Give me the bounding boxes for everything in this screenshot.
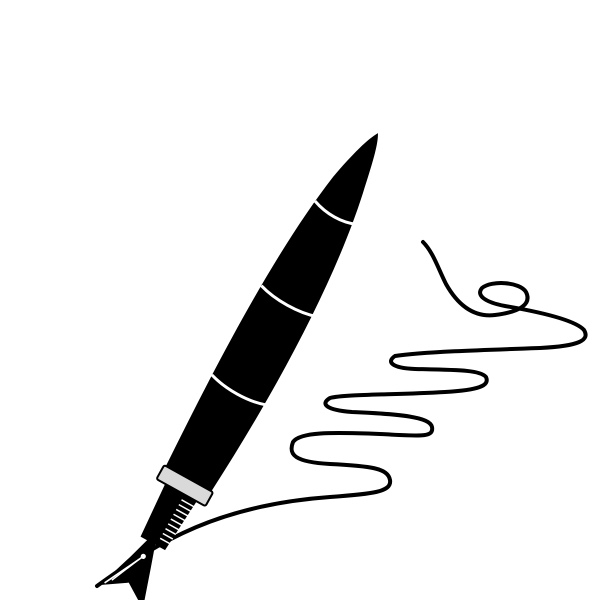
grip-rib (167, 523, 180, 531)
signature-squiggle-icon (95, 240, 588, 588)
grip-rib (178, 503, 192, 512)
grip-rib (162, 532, 174, 540)
grip-rib (165, 528, 177, 536)
nib-breather-hole (140, 553, 146, 560)
grip-rib (181, 499, 195, 508)
pen-band-middle (260, 284, 318, 319)
grip-rib (173, 513, 186, 522)
grip-ribs (159, 499, 195, 545)
pen-barrel (165, 133, 378, 492)
pen-band-upper (313, 200, 358, 226)
grip-rib (175, 508, 189, 517)
pen-band-lower (210, 373, 267, 407)
fountain-pen-icon (100, 133, 378, 600)
grip-rib (159, 537, 171, 545)
nib-edge (111, 558, 141, 581)
grip-rib (170, 518, 183, 526)
